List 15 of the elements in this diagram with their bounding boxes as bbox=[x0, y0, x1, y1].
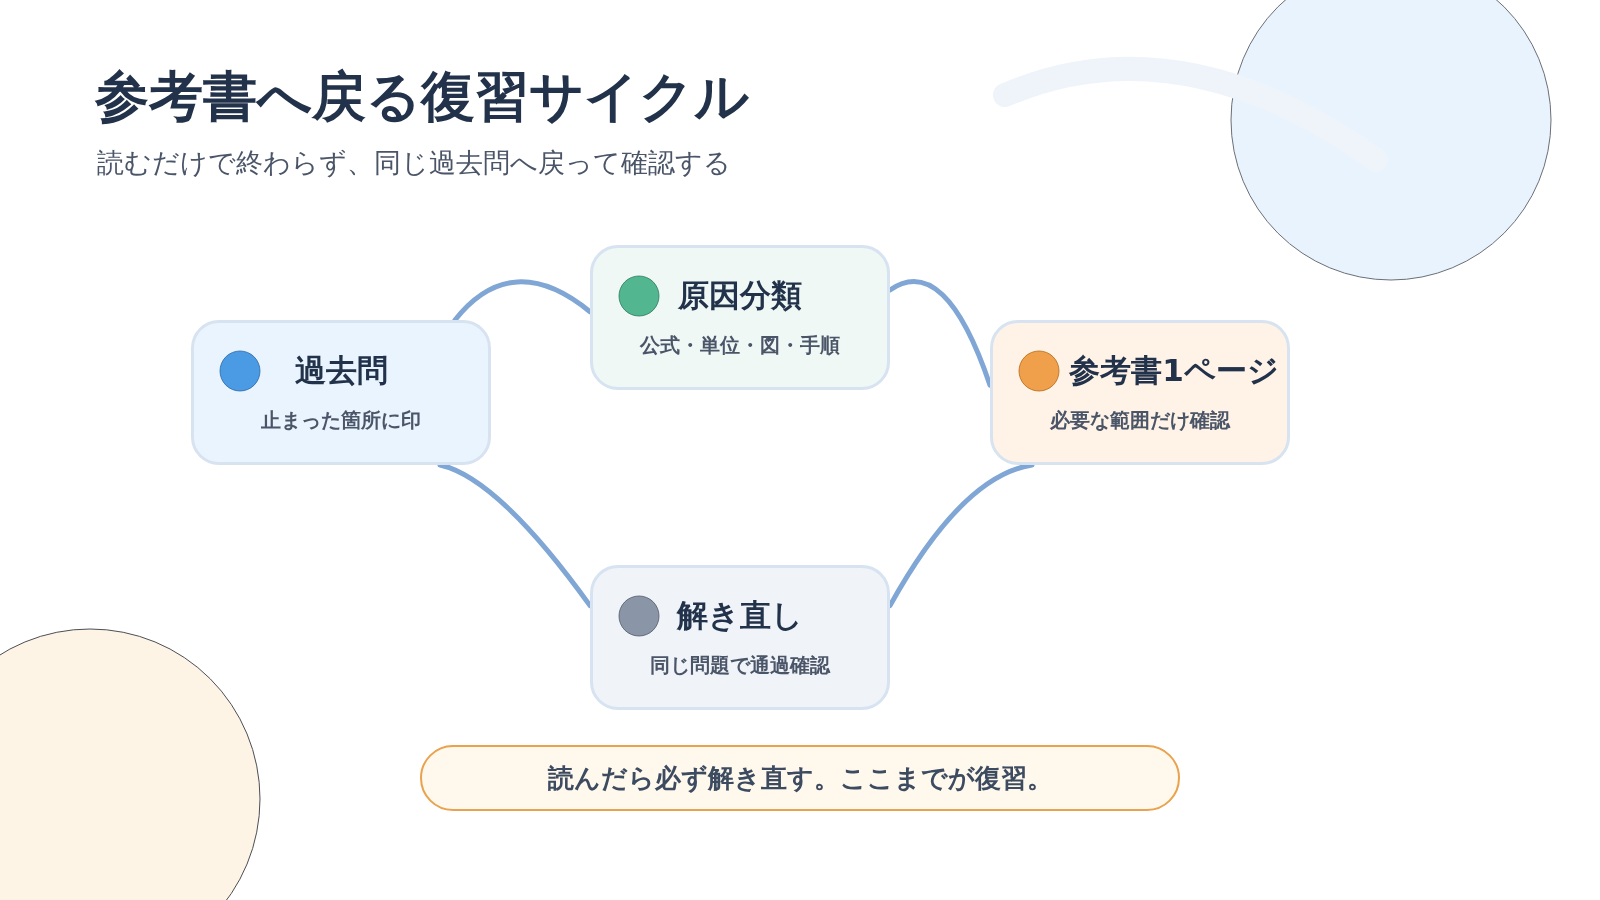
node-heading: 過去問 bbox=[294, 351, 388, 390]
node-subtext: 同じ問題で通過確認 bbox=[650, 652, 830, 679]
process-box bbox=[590, 565, 890, 710]
node-heading: 解き直し bbox=[677, 596, 803, 635]
node-subtext: 止まった箇所に印 bbox=[261, 407, 421, 434]
process-box bbox=[990, 320, 1290, 465]
node-heading: 原因分類 bbox=[678, 276, 802, 315]
node-subtext: 公式・単位・図・手順 bbox=[640, 332, 840, 359]
title: 参考書へ戻る復習サイクル bbox=[95, 64, 749, 130]
node-heading: 参考書1ページ bbox=[1069, 351, 1279, 390]
process-box bbox=[590, 245, 890, 390]
process-box bbox=[191, 320, 491, 465]
subtitle: 読むだけで終わらず、同じ過去問へ戻って確認する bbox=[97, 146, 731, 180]
banner-text: 読んだら必ず解き直す。ここまでが復習。 bbox=[547, 762, 1053, 795]
node-subtext: 必要な範囲だけ確認 bbox=[1050, 407, 1230, 434]
